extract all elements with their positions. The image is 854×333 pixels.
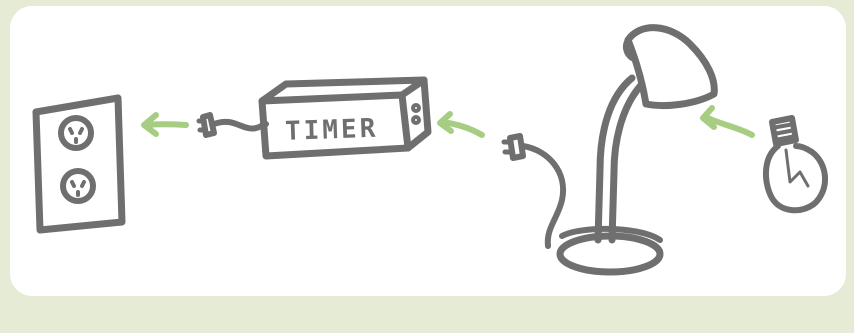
timer-plug-icon xyxy=(199,115,266,135)
light-bulb-icon xyxy=(766,118,825,210)
arrow-to-lamp xyxy=(703,108,752,135)
arrow-to-outlet xyxy=(144,115,186,134)
arrow-to-timer xyxy=(440,114,482,135)
lamp-plug-icon xyxy=(504,136,563,246)
timer-box-icon: TIMER xyxy=(262,80,428,156)
desk-lamp-icon xyxy=(560,28,714,272)
wall-outlet-icon xyxy=(36,98,122,230)
timer-label: TIMER xyxy=(285,114,379,147)
